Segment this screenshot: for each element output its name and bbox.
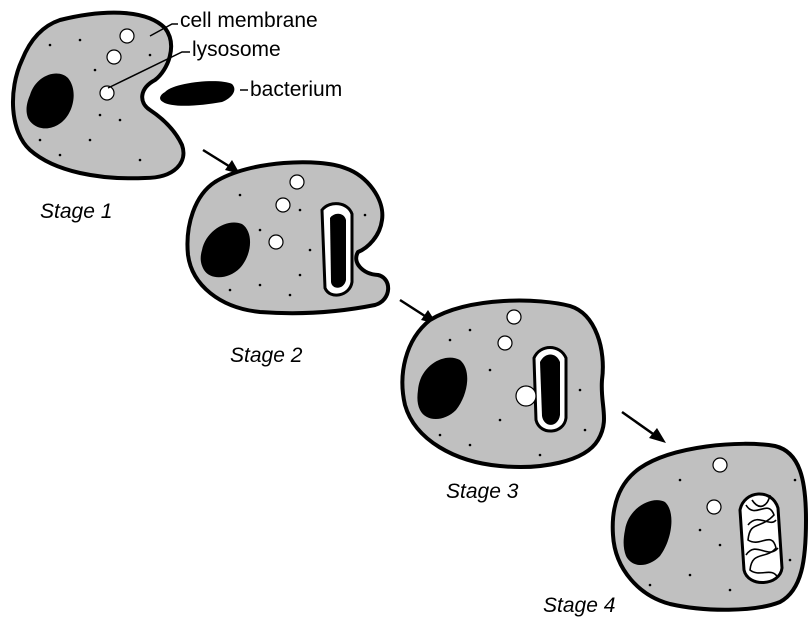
stage-1-lysosome-3 [100, 86, 114, 100]
stage-3-cell [402, 301, 604, 467]
stage-1-label: Stage 1 [40, 200, 112, 223]
stage-3-lysosome-fusing [516, 386, 536, 406]
stage-4-lysosome-1 [713, 458, 727, 472]
stage-4-label: Stage 4 [543, 594, 615, 617]
stage-2-lysosome-3 [269, 235, 283, 249]
stage-4-lysosome-2 [707, 500, 721, 514]
stage-3-lysosome-2 [498, 336, 512, 350]
stage-3-lysosome-1 [507, 310, 521, 324]
stage-2-bacterium [330, 214, 346, 288]
lysosome-label: lysosome [192, 38, 281, 61]
arrow-stage-3-to-4 [622, 412, 666, 443]
bacterium-label: bacterium [250, 78, 342, 101]
stage-1-lysosome-2 [107, 50, 121, 64]
cell-membrane-label: cell membrane [180, 9, 318, 32]
stage-2-cell [187, 162, 388, 313]
stage-3-label: Stage 3 [446, 480, 519, 503]
stage-1-lysosome-1 [120, 29, 134, 43]
stage-4-cell [613, 444, 806, 610]
stage-4-digesting-vacuole [740, 494, 782, 583]
arrow-stage-1-to-2 [203, 150, 240, 174]
stage-2-lysosome-1 [290, 175, 304, 189]
stage-3-bacterium [540, 355, 560, 425]
stage-2-label: Stage 2 [230, 344, 303, 367]
stage-1-bacterium [160, 81, 234, 106]
stage-2-lysosome-2 [276, 198, 290, 212]
